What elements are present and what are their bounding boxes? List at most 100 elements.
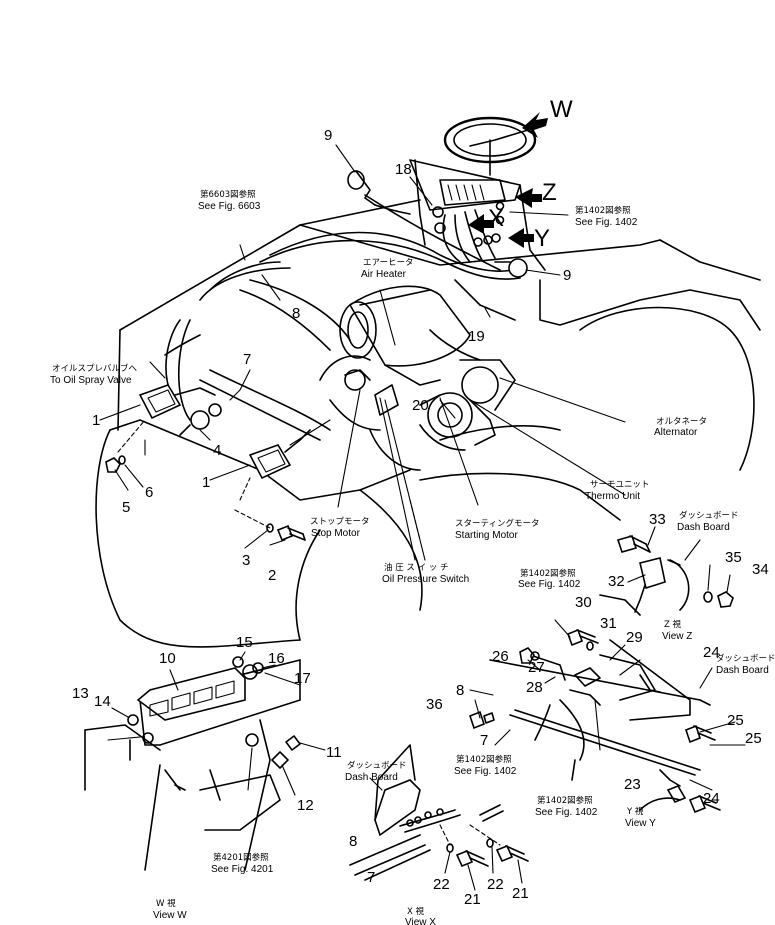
callout-26: 26 — [492, 648, 509, 665]
dash-board-y-label: Dash Board — [716, 665, 769, 676]
dash-board-z-label-jp: ダッシュボード — [679, 510, 739, 521]
view-x-caption-jp: X 視 — [407, 906, 425, 917]
callout-32: 32 — [608, 573, 625, 590]
callout-21: 21 — [512, 885, 529, 902]
oil-spray-label: To Oil Spray Valve — [50, 375, 132, 386]
fuse-box — [432, 179, 506, 247]
callout-36: 36 — [426, 696, 443, 713]
fig-1402-ref-top-jp: 第1402図参照 — [575, 205, 631, 216]
callout-7: 7 — [480, 732, 488, 749]
work-lamp-1-upper — [138, 384, 216, 420]
view-arrows — [468, 112, 548, 248]
callout-6: 6 — [145, 484, 153, 501]
callout-12: 12 — [297, 797, 314, 814]
callout-31: 31 — [600, 615, 617, 632]
nut-5-washer-6 — [105, 455, 126, 473]
view-x-panel — [349, 744, 529, 891]
view-letter-x: X — [488, 205, 504, 232]
callout-22: 22 — [487, 876, 504, 893]
work-lamp-1-lower — [248, 429, 311, 480]
callout-30: 30 — [575, 594, 592, 611]
view-w-panel — [84, 651, 326, 871]
wiring-harness — [164, 194, 521, 441]
fig-1402-ref-mid-jp: 第1402図参照 — [520, 568, 576, 579]
alternator — [419, 329, 516, 451]
thermo-unit-label-jp: サーモユニット — [590, 480, 650, 490]
air-heater-label: Air Heater — [361, 269, 407, 280]
callout-9: 9 — [563, 267, 571, 284]
callout-33: 33 — [649, 511, 666, 528]
view-y-caption: View Y — [625, 818, 656, 829]
callout-8: 8 — [292, 305, 300, 322]
callout-23: 23 — [624, 776, 641, 793]
callout-16: 16 — [268, 650, 285, 667]
callout-24: 24 — [703, 644, 720, 661]
callout-8: 8 — [349, 833, 357, 850]
steering-wheel — [409, 116, 546, 271]
starting-motor-label-jp: スターティングモータ — [455, 518, 540, 529]
callout-24: 24 — [703, 790, 720, 807]
dash-board-y-label-jp: ダッシュボード — [716, 653, 775, 664]
view-letter-y: Y — [534, 225, 550, 252]
horn-4 — [179, 403, 222, 436]
callout-28: 28 — [526, 679, 543, 696]
fig-4201-ref: See Fig. 4201 — [211, 864, 274, 875]
leader-lines-main — [99, 144, 626, 561]
callout-10: 10 — [159, 650, 176, 667]
stop-motor-label-jp: ストップモータ — [310, 517, 370, 527]
lamp-9-left — [347, 170, 376, 206]
callout-5: 5 — [122, 499, 130, 516]
callout-1: 1 — [202, 474, 210, 491]
fig-4201-ref-jp: 第4201図参照 — [213, 852, 269, 863]
alternator-label-jp: オルタネータ — [656, 417, 707, 427]
callout-17: 17 — [294, 670, 311, 687]
callout-19: 19 — [468, 328, 485, 345]
callout-20: 20 — [412, 397, 429, 414]
oil-pressure-label: Oil Pressure Switch — [382, 574, 469, 585]
callout-25: 25 — [745, 730, 762, 747]
view-w-caption-jp: W 視 — [156, 898, 176, 909]
view-z-panel — [599, 526, 734, 616]
callout-9: 9 — [324, 127, 332, 144]
oil-spray-label-jp: オイルスプレバルブへ — [52, 363, 138, 374]
fig-1402-ref-top: See Fig. 1402 — [575, 217, 638, 228]
view-w-caption: View W — [153, 910, 187, 921]
fig-6603-ref-jp: 第6603図参照 — [200, 189, 256, 200]
engine-block — [319, 285, 471, 471]
fig-1402-ref-x-jp: 第1402図参照 — [456, 754, 512, 765]
dash-board-z-label: Dash Board — [677, 522, 730, 533]
callout-8: 8 — [456, 682, 464, 699]
callout-3: 3 — [242, 552, 250, 569]
view-y-caption-jp: Y 視 — [626, 806, 644, 817]
callout-4: 4 — [213, 442, 221, 459]
fig-1402-ref-y-jp: 第1402図参照 — [537, 795, 593, 806]
view-y-panel — [469, 619, 746, 814]
view-z-caption: View Z — [662, 631, 692, 642]
view-z-caption-jp: Z 視 — [664, 619, 682, 630]
air-heater-label-jp: エアーヒータ — [363, 258, 414, 268]
fig-1402-ref-x: See Fig. 1402 — [454, 766, 517, 777]
callout-27: 27 — [528, 659, 545, 676]
callout-15: 15 — [236, 634, 253, 651]
view-letter-w: W — [550, 96, 573, 123]
view-letter-z: Z — [542, 179, 557, 206]
callout-7: 7 — [367, 869, 375, 886]
callout-1: 1 — [92, 412, 100, 429]
dash-board-x-label: Dash Board — [345, 772, 398, 783]
callout-25: 25 — [727, 712, 744, 729]
callout-2: 2 — [268, 567, 276, 584]
callout-34: 34 — [752, 561, 769, 578]
dash-board-x-label-jp: ダッシュボード — [347, 760, 407, 771]
callout-13: 13 — [72, 685, 89, 702]
fig-6603-ref: See Fig. 6603 — [198, 201, 261, 212]
starting-motor-label: Starting Motor — [455, 530, 518, 541]
callout-14: 14 — [94, 693, 111, 710]
dashed-guides — [117, 419, 421, 541]
fig-1402-ref-y: See Fig. 1402 — [535, 807, 598, 818]
callout-21: 21 — [464, 891, 481, 908]
callout-7: 7 — [243, 351, 251, 368]
callout-18: 18 — [395, 161, 412, 178]
callout-11: 11 — [326, 744, 342, 761]
oil-pressure-label-jp: 油 圧 ス イ ッ チ — [384, 562, 449, 573]
